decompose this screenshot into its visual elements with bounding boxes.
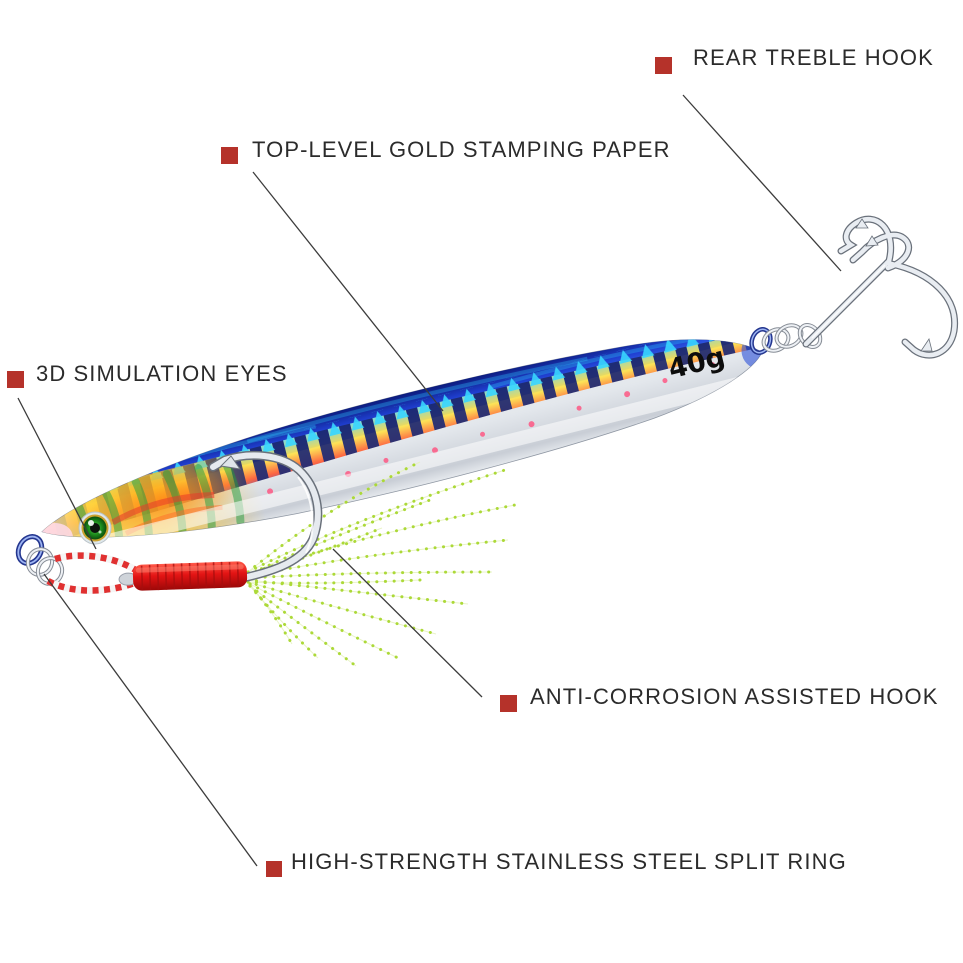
callout-label: ANTI-CORROSION ASSISTED HOOK (530, 684, 939, 709)
callout-label: TOP-LEVEL GOLD STAMPING PAPER (252, 137, 671, 162)
callout-gold-stamping-paper: TOP-LEVEL GOLD STAMPING PAPER (221, 137, 671, 164)
callout-marker (655, 57, 672, 74)
assist-hook (208, 450, 323, 583)
leader-line-rear-treble-hook (682, 94, 842, 272)
nose-split-ring (25, 547, 65, 586)
nose-line-tie-ring (15, 534, 45, 566)
lure-body: 40g (30, 307, 772, 578)
callout-anti-corrosion-assisted-hook: ANTI-CORROSION ASSISTED HOOK (500, 684, 939, 712)
callout-rear-treble-hook: REAR TREBLE HOOK (655, 45, 934, 74)
tail-split-ring (761, 323, 804, 353)
tail-hanger-ring (749, 327, 773, 355)
callout-label: 3D SIMULATION EYES (36, 361, 288, 386)
red-binding-wrap (118, 561, 248, 591)
leader-line-stainless-split-ring (43, 573, 258, 867)
callout-marker (7, 371, 24, 388)
fish-eye (78, 511, 112, 545)
leader-line-anti-corrosion-assisted-hook (332, 548, 483, 698)
callout-marker (221, 147, 238, 164)
treble-hook (797, 215, 959, 359)
callout-3d-simulation-eyes: 3D SIMULATION EYES (7, 361, 288, 388)
leader-line-gold-stamping-paper (252, 171, 444, 412)
leader-line-3d-simulation-eyes (17, 397, 97, 550)
tinsel-skirt (244, 460, 517, 668)
callout-stainless-split-ring: HIGH-STRENGTH STAINLESS STEEL SPLIT RING (266, 849, 847, 877)
callout-label: REAR TREBLE HOOK (693, 45, 934, 70)
callout-marker (500, 695, 517, 712)
callout-label: HIGH-STRENGTH STAINLESS STEEL SPLIT RING (291, 849, 847, 874)
callout-marker (266, 861, 282, 877)
